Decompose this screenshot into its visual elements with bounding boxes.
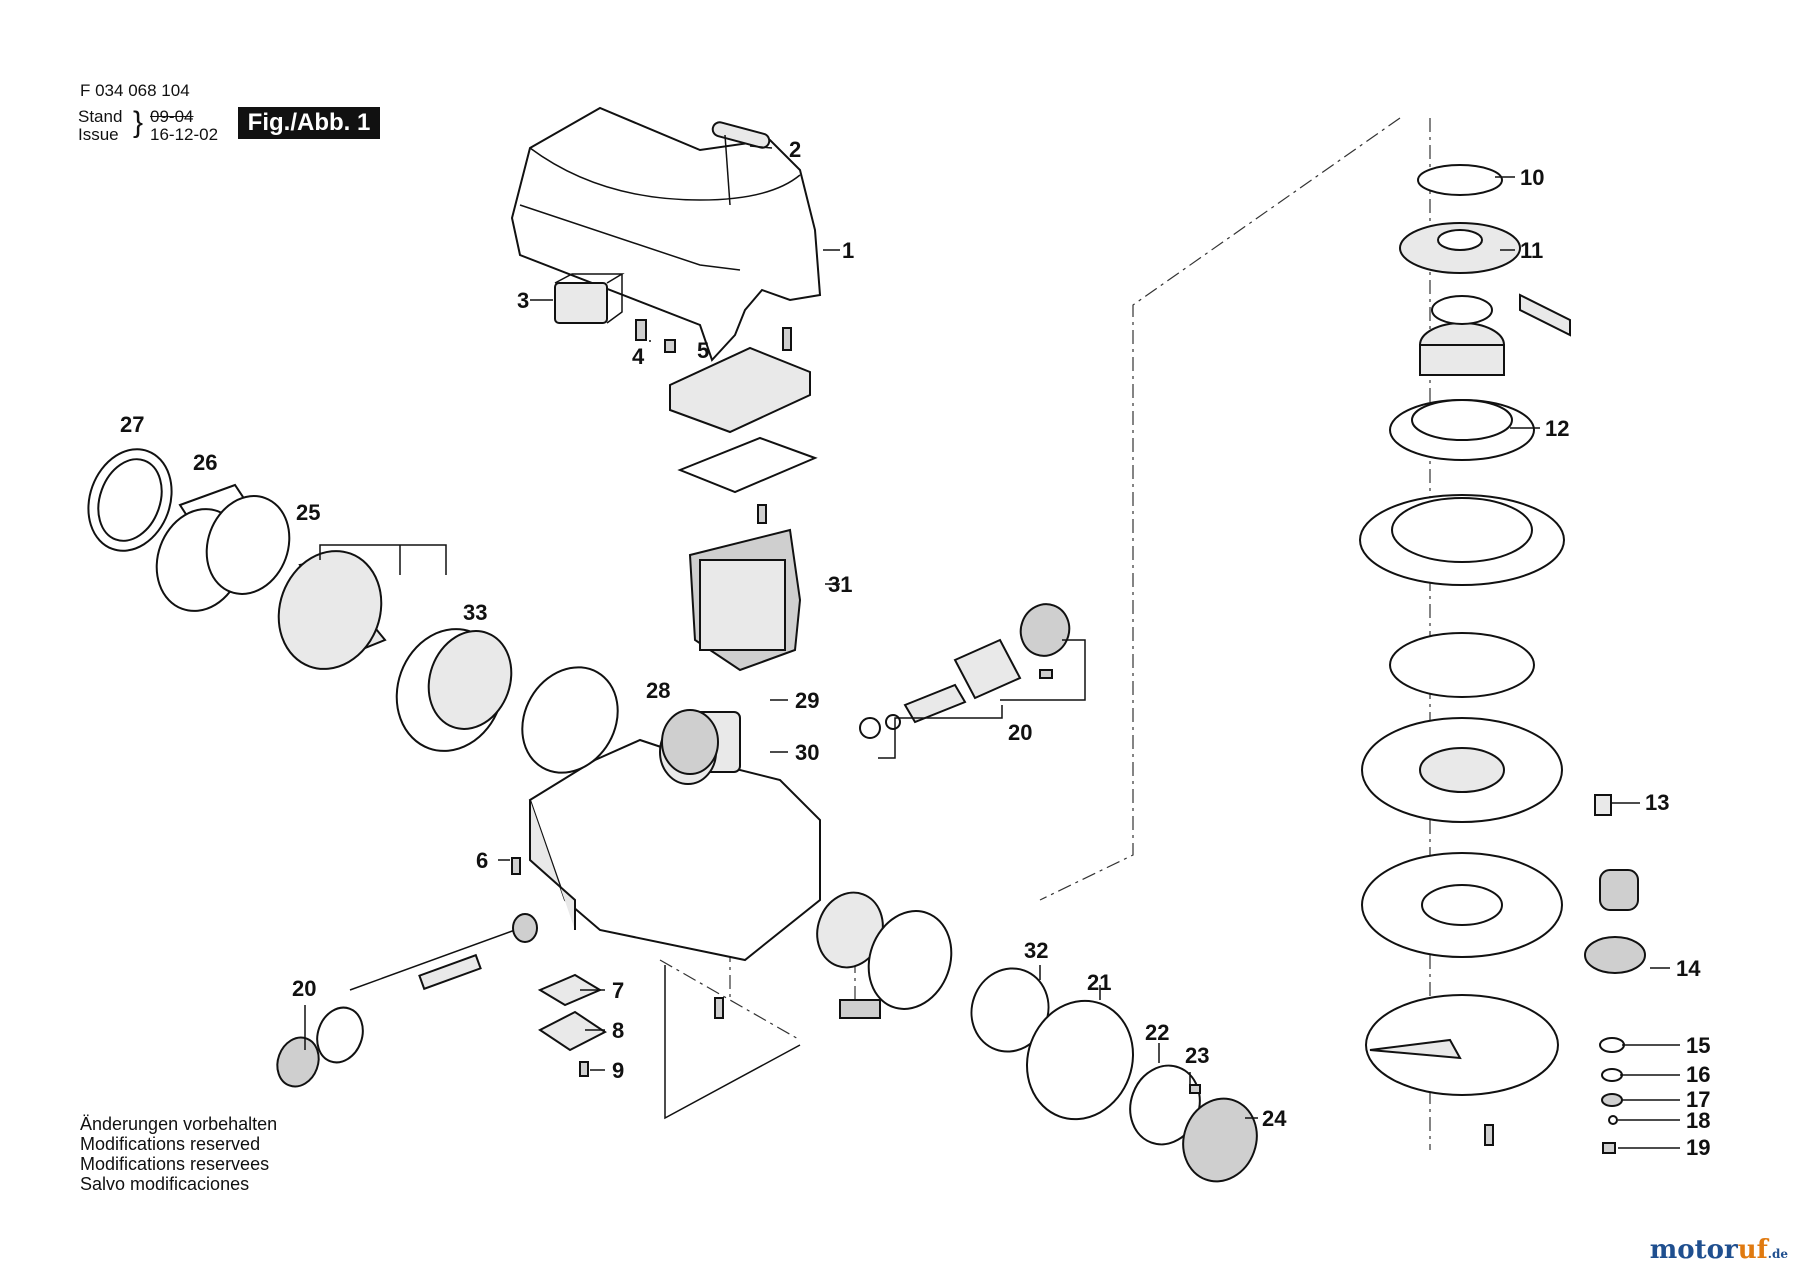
callout-27: 27 xyxy=(120,412,144,437)
callout-23: 23 xyxy=(1185,1043,1209,1068)
note-fr: Modifications reservees xyxy=(80,1154,270,1174)
callout-15: 15 xyxy=(1686,1033,1710,1058)
callout-20-upper: 20 xyxy=(1008,720,1032,745)
brand-logo: motoruf.de xyxy=(1650,1235,1788,1265)
stand-value: 09-04 xyxy=(150,107,194,126)
callout-32: 32 xyxy=(1024,938,1048,963)
callout-14: 14 xyxy=(1676,956,1701,981)
callout-10: 10 xyxy=(1520,165,1544,190)
callout-1: 1 xyxy=(842,238,854,263)
callout-22: 22 xyxy=(1145,1020,1169,1045)
callout-26: 26 xyxy=(193,450,217,475)
callout-16: 16 xyxy=(1686,1062,1710,1087)
small-block xyxy=(554,273,625,324)
callout-18: 18 xyxy=(1686,1108,1710,1133)
callout-17: 17 xyxy=(1686,1087,1710,1112)
callout-9: 9 xyxy=(612,1058,624,1083)
brace-symbol: } xyxy=(133,106,144,139)
brand-main: motor xyxy=(1649,1235,1738,1265)
side-knob-28 xyxy=(661,709,719,775)
note-es: Salvo modificaciones xyxy=(80,1174,250,1194)
note-en: Modifications reserved xyxy=(80,1134,261,1154)
callout-31: 31 xyxy=(828,572,852,597)
stacked-discs-right xyxy=(1359,164,1646,1154)
callout-8: 8 xyxy=(612,1018,624,1043)
callout-29: 29 xyxy=(795,688,819,713)
callout-30: 30 xyxy=(795,740,819,765)
cover-housing xyxy=(510,106,822,362)
callout-4: 4 xyxy=(632,344,645,369)
leader-lines xyxy=(304,145,1680,1149)
callout-25: 25 xyxy=(296,500,320,525)
callout-13: 13 xyxy=(1645,790,1669,815)
issue-value: 16-12-02 xyxy=(150,125,219,144)
callout-19: 19 xyxy=(1686,1135,1710,1160)
callout-3: 3 xyxy=(517,288,529,313)
small-screws-top xyxy=(635,319,792,524)
callout-6: 6 xyxy=(476,848,488,873)
figure-badge: Fig./Abb. 1 xyxy=(238,107,380,139)
stand-label: Stand xyxy=(78,107,123,126)
callout-5: 5 xyxy=(697,338,709,363)
modification-notes: Änderungen vorbehalten Modifications res… xyxy=(80,1114,277,1194)
callout-21: 21 xyxy=(1087,970,1111,995)
callout-28: 28 xyxy=(646,678,670,703)
callout-2: 2 xyxy=(789,137,801,162)
callout-12: 12 xyxy=(1545,416,1569,441)
electronic-module xyxy=(669,346,818,494)
callout-24: 24 xyxy=(1262,1106,1287,1131)
lens-tubes-left xyxy=(87,448,513,752)
part-number: F 034 068 104 xyxy=(80,81,190,100)
brand-accent: uf xyxy=(1737,1235,1768,1265)
knob-assembly-right xyxy=(816,891,1258,1183)
mechanism-block xyxy=(688,528,802,672)
lower-parts-7-8-9 xyxy=(511,857,724,1077)
note-de: Änderungen vorbehalten xyxy=(80,1114,278,1134)
callout-33: 33 xyxy=(463,600,487,625)
callout-7: 7 xyxy=(612,978,624,1003)
callout-20-lower: 20 xyxy=(292,976,316,1001)
brand-suffix: .de xyxy=(1767,1247,1788,1261)
knob-assembly-20-upper xyxy=(859,603,1071,739)
callout-11: 11 xyxy=(1520,238,1543,263)
callout-labels: 1 2 3 4 5 6 7 8 9 10 11 12 13 14 15 16 1… xyxy=(120,137,1710,1160)
focus-shaft xyxy=(276,913,538,1088)
issue-label: Issue xyxy=(78,125,119,144)
